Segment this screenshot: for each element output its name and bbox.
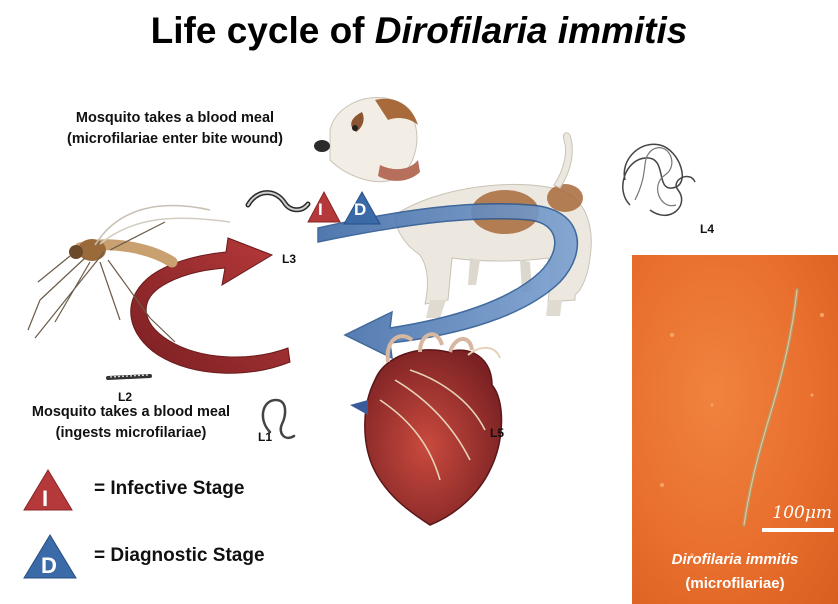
stage-label-l4: L4 bbox=[700, 222, 714, 236]
caption-bottom-line2: (ingests microfilariae) bbox=[6, 423, 256, 444]
mosquito-illustration bbox=[28, 206, 230, 342]
legend-diagnostic-text: = Diagnostic Stage bbox=[94, 545, 265, 567]
l4-worm bbox=[623, 144, 695, 215]
stage-label-l1: L1 bbox=[258, 430, 272, 444]
heart-illustration bbox=[350, 334, 502, 525]
caption-top-line2: (microfilariae enter bite wound) bbox=[30, 129, 320, 150]
l4-worm-coil bbox=[635, 148, 676, 206]
scale-bar-label: 100μm bbox=[772, 503, 832, 523]
caption-top-line1: Mosquito takes a blood meal bbox=[30, 108, 320, 129]
caption-bottom: Mosquito takes a blood meal (ingests mic… bbox=[6, 402, 256, 444]
micrograph-species: Dirofilaria immitis bbox=[632, 551, 838, 568]
caption-bottom-line1: Mosquito takes a blood meal bbox=[6, 402, 256, 423]
stage-label-l2: L2 bbox=[118, 390, 132, 404]
legend-diagnostic-letter: D bbox=[41, 553, 57, 579]
stage-label-l5: L5 bbox=[490, 426, 504, 440]
scale-bar bbox=[762, 528, 834, 532]
micrograph-panel: 100μm Dirofilaria immitis (microfilariae… bbox=[632, 255, 838, 604]
legend-infective-text: = Infective Stage bbox=[94, 478, 244, 500]
infective-badge-letter: I bbox=[318, 200, 323, 220]
caption-top: Mosquito takes a blood meal (microfilari… bbox=[30, 108, 320, 150]
stage-label-l3: L3 bbox=[282, 252, 296, 266]
diagnostic-badge-letter: D bbox=[354, 200, 366, 220]
legend-infective-letter: I bbox=[42, 486, 48, 512]
infective-badge-l3 bbox=[308, 192, 340, 222]
micrograph-subtitle: (microfilariae) bbox=[632, 575, 838, 592]
